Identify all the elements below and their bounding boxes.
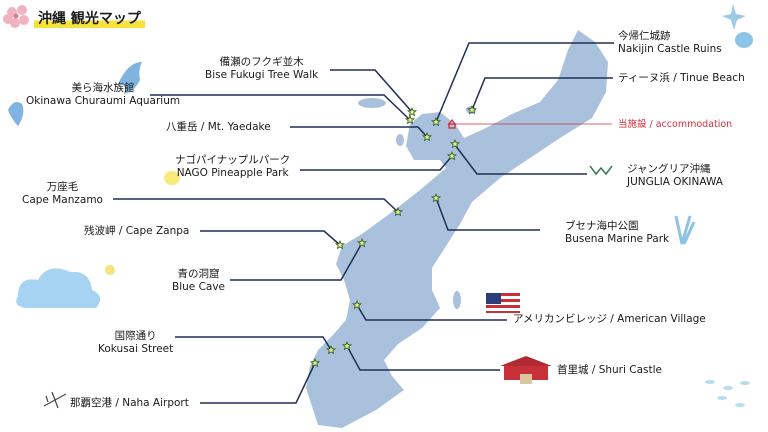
- star-icon: [449, 138, 461, 149]
- label-ja: 万座毛: [46, 181, 79, 193]
- star-icon: [406, 106, 418, 117]
- page-title: 沖縄 観光マップ: [34, 8, 145, 28]
- label-ja: 美ら海水族館: [71, 82, 135, 94]
- star-icon: [446, 150, 458, 161]
- label-accommodation: 当施設 / accommodation: [618, 119, 733, 130]
- leader-yaedake: [290, 126, 428, 138]
- leader-pineapple: [300, 155, 453, 171]
- junglia-logo-icon: [589, 165, 613, 176]
- label-en: Busena Marine Park: [565, 233, 670, 245]
- leader-nakijin: [435, 42, 614, 123]
- label-ja: ブセナ海中公園: [565, 220, 639, 232]
- label-pineapple: ナゴパイナップルパーク NAGO Pineapple Park: [175, 154, 290, 180]
- dolphin-icon: [118, 62, 142, 94]
- okinawa-island: [306, 30, 608, 428]
- star-icon: [309, 357, 321, 368]
- label-bluecave: 青の洞窟 Blue Cave: [172, 268, 225, 294]
- label-en: NAGO Pineapple Park: [176, 167, 289, 179]
- label-manzamo: 万座毛 Cape Manzamo: [22, 181, 103, 207]
- label-en: Kokusai Street: [98, 343, 174, 355]
- ie-island: [358, 98, 386, 108]
- leader-manzamo: [113, 198, 399, 213]
- star-icon: [392, 206, 404, 217]
- label-ja: 国際通り: [114, 330, 157, 342]
- leader-bise: [330, 69, 413, 113]
- shuri-castle-icon: [500, 356, 552, 384]
- leader-kokusai: [175, 336, 332, 351]
- label-ja: ジャングリア沖縄: [627, 163, 711, 175]
- leader-tinue: [471, 77, 613, 111]
- sun-icon: [105, 265, 115, 275]
- hibiscus-icon: [3, 5, 29, 28]
- leader-shuri: [346, 345, 500, 371]
- starfish-icon: [722, 4, 746, 30]
- sesoko-island: [396, 134, 404, 146]
- shell-icon: [735, 32, 753, 48]
- star-icon: [466, 104, 478, 115]
- label-ja: 今帰仁城跡: [618, 30, 671, 42]
- cloud-icon: [16, 268, 101, 308]
- home-icon: [447, 118, 457, 129]
- fish-school-icon: [705, 380, 750, 407]
- label-airport: 那覇空港 / Naha Airport: [70, 397, 189, 409]
- star-icon: [404, 114, 416, 125]
- star-icon: [430, 116, 442, 127]
- katsuren-island: [453, 291, 461, 309]
- label-shuri: 首里城 / Shuri Castle: [557, 364, 662, 376]
- star-icon: [356, 237, 368, 248]
- label-en: Bise Fukugi Tree Walk: [205, 69, 319, 81]
- star-icon: [351, 299, 363, 310]
- label-zanpa: 残波岬 / Cape Zanpa: [84, 225, 190, 237]
- dolphin-icon: [8, 102, 24, 126]
- label-bise: 備瀬のフクギ並木 Bise Fukugi Tree Walk: [205, 56, 318, 82]
- star-icon: [325, 344, 337, 355]
- star-icon: [341, 340, 353, 351]
- star-icon: [334, 239, 346, 250]
- label-tinue: ティーヌ浜 / Tinue Beach: [618, 72, 745, 84]
- leader-aquarium: [150, 94, 411, 121]
- label-junglia: ジャングリア沖縄 JUNGLIA OKINAWA: [627, 163, 723, 189]
- label-en: Okinawa Churaumi Aquarium: [26, 95, 181, 107]
- label-yaedake: 八重岳 / Mt. Yaedake: [166, 121, 271, 133]
- label-en: JUNGLIA OKINAWA: [627, 176, 723, 188]
- label-en: Blue Cave: [172, 281, 226, 293]
- star-icon: [430, 192, 442, 203]
- leader-american: [356, 304, 507, 321]
- label-en: Cape Manzamo: [22, 194, 103, 206]
- leader-zanpa: [200, 230, 341, 246]
- label-aquarium: 美ら海水族館 Okinawa Churaumi Aquarium: [26, 82, 180, 108]
- label-ja: 備瀬のフクギ並木: [219, 56, 304, 68]
- label-en: Nakijin Castle Ruins: [618, 43, 722, 55]
- leader-bluecave: [230, 242, 363, 281]
- label-ja: 青の洞窟: [177, 268, 220, 280]
- lemon-icon: [164, 171, 180, 185]
- label-kokusai: 国際通り Kokusai Street: [98, 330, 173, 356]
- us-flag-icon: [486, 293, 520, 313]
- label-busena: ブセナ海中公園 Busena Marine Park: [565, 220, 669, 246]
- coral-icon: [674, 215, 696, 245]
- star-icon: [421, 131, 433, 142]
- leader-junglia: [454, 144, 587, 175]
- airplane-icon: [43, 391, 67, 409]
- leader-busena: [435, 197, 540, 231]
- leader-airport: [200, 362, 316, 404]
- spot-stars: [309, 104, 478, 368]
- label-ja: ナゴパイナップルパーク: [175, 154, 291, 166]
- label-nakijin: 今帰仁城跡 Nakijin Castle Ruins: [618, 30, 722, 56]
- leader-lines: [113, 42, 614, 404]
- label-american: アメリカンビレッジ / American Village: [513, 313, 706, 325]
